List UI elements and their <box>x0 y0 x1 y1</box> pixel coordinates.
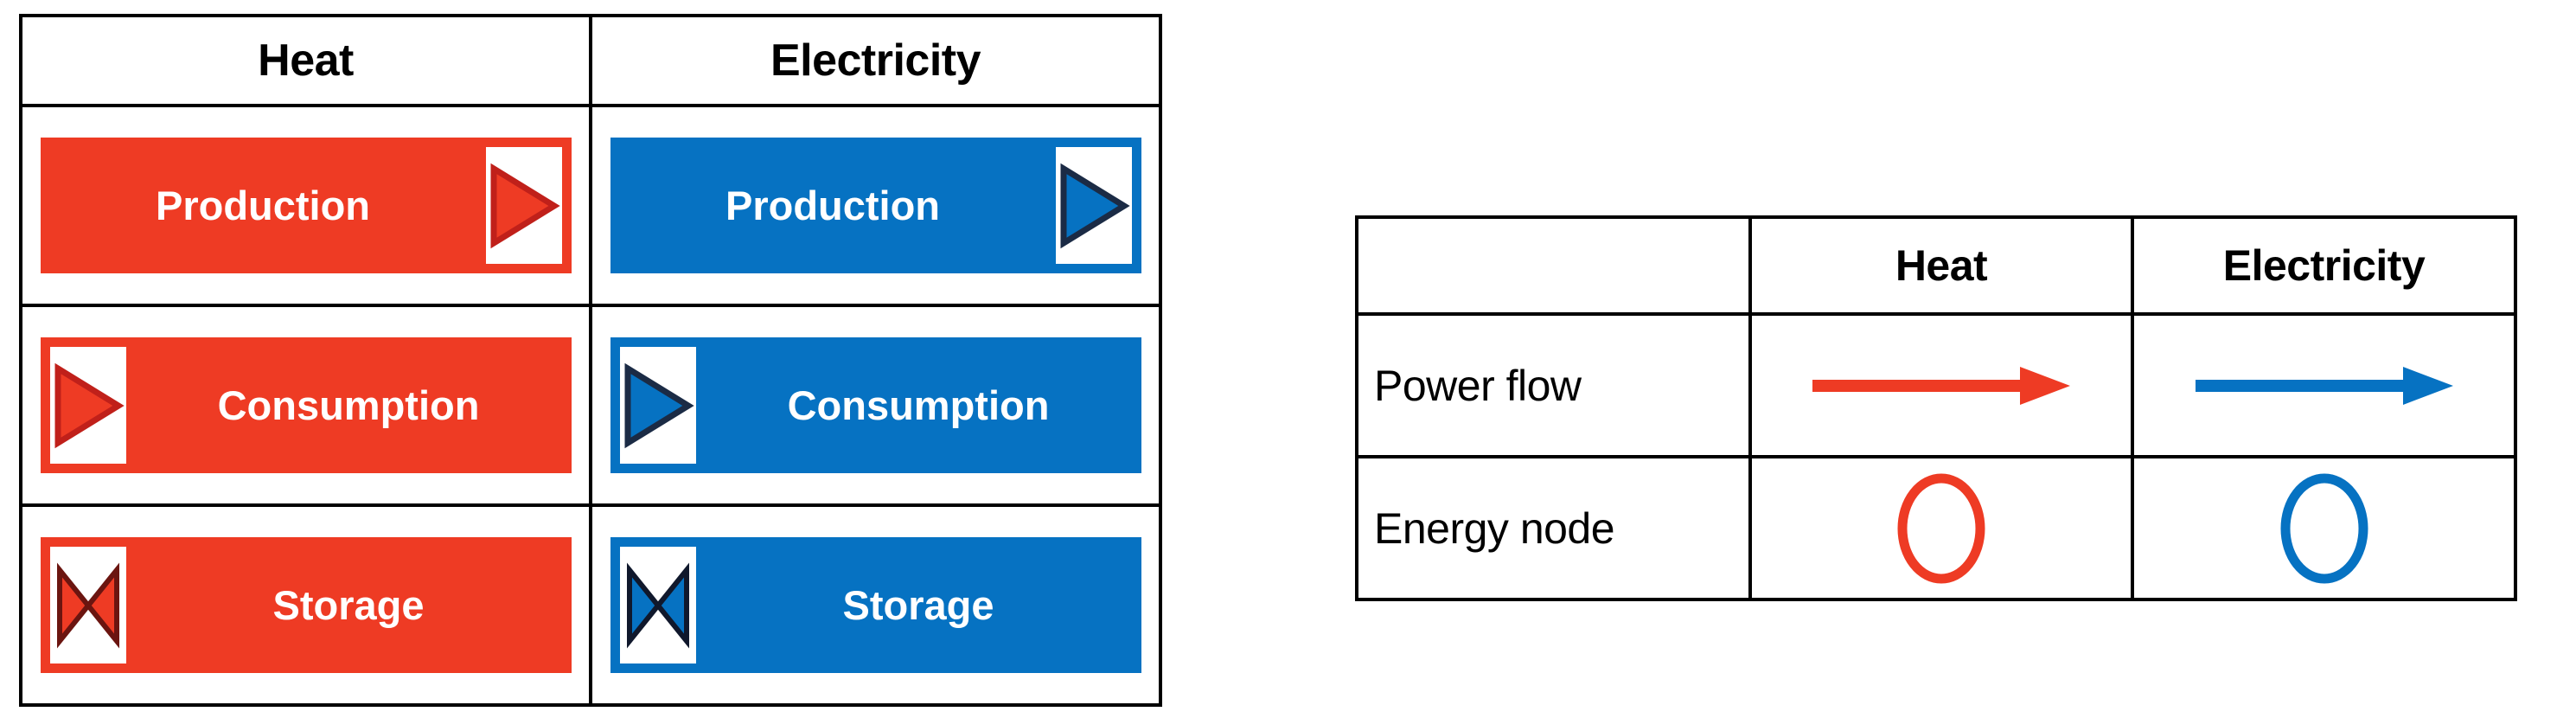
legend-cell-electricity-production: Production <box>589 104 1162 307</box>
symbol-cell-electricity-power-flow <box>2131 312 2517 458</box>
legend-cell-electricity-consumption: Consumption <box>589 304 1162 507</box>
bar-heat-storage[interactable]: Storage <box>40 537 572 673</box>
legend-cell-electricity-storage: Storage <box>589 503 1162 707</box>
symbol-row-label-energy-node: Energy node <box>1355 455 1752 601</box>
symbol-cell-heat-energy-node <box>1748 455 2134 601</box>
bowtie-valve-icon <box>49 547 126 664</box>
triangle-right-icon <box>1055 147 1132 264</box>
symbol-header-electricity: Electricity <box>2131 215 2517 316</box>
bar-label-heat-storage: Storage <box>272 582 425 628</box>
bar-label-heat-production: Production <box>155 183 371 228</box>
bar-electricity-production[interactable]: Production <box>610 138 1141 273</box>
bar-label-electricity-production: Production <box>725 183 941 228</box>
symbol-cell-heat-power-flow <box>1748 312 2134 458</box>
triangle-right-icon <box>49 347 126 464</box>
triangle-right-icon <box>619 347 696 464</box>
triangle-right-icon <box>485 147 562 264</box>
legend-header-electricity: Electricity <box>589 14 1162 107</box>
bar-label-electricity-consumption: Consumption <box>787 382 1050 428</box>
symbol-header-row: Heat Electricity <box>1355 215 2517 316</box>
symbol-legend-table: Heat Electricity Power flow <box>1355 215 2517 601</box>
bar-electricity-storage[interactable]: Storage <box>610 537 1141 673</box>
bowtie-valve-icon <box>619 547 696 664</box>
bar-label-electricity-storage: Storage <box>842 582 994 628</box>
legend-cell-heat-storage: Storage <box>19 503 592 707</box>
symbol-cell-electricity-energy-node <box>2131 455 2517 601</box>
legend-header-heat: Heat <box>19 14 592 107</box>
arrow-right-icon <box>1752 360 2131 412</box>
circle-outline-icon <box>1752 468 2131 589</box>
legend-row-consumption: Consumption Consumption <box>19 304 1162 507</box>
legend-row-production: Production Production <box>19 104 1162 307</box>
bar-heat-production[interactable]: Production <box>40 138 572 273</box>
symbol-row-power-flow: Power flow <box>1355 312 2517 458</box>
circle-outline-icon <box>2134 468 2514 589</box>
symbol-row-label-power-flow: Power flow <box>1355 312 1752 458</box>
legend-cell-heat-consumption: Consumption <box>19 304 592 507</box>
legend-row-storage: Storage Storage <box>19 503 1162 707</box>
symbol-header-corner <box>1355 215 1752 316</box>
bar-heat-consumption[interactable]: Consumption <box>40 337 572 473</box>
bar-electricity-consumption[interactable]: Consumption <box>610 337 1141 473</box>
symbol-header-heat: Heat <box>1748 215 2134 316</box>
bar-label-heat-consumption: Consumption <box>217 382 480 428</box>
legend-cell-heat-production: Production <box>19 104 592 307</box>
symbol-row-energy-node: Energy node <box>1355 455 2517 601</box>
legend-header-row: Heat Electricity <box>19 14 1162 107</box>
arrow-right-icon <box>2134 360 2514 412</box>
energy-component-legend-table: Heat Electricity Production <box>19 14 1162 707</box>
